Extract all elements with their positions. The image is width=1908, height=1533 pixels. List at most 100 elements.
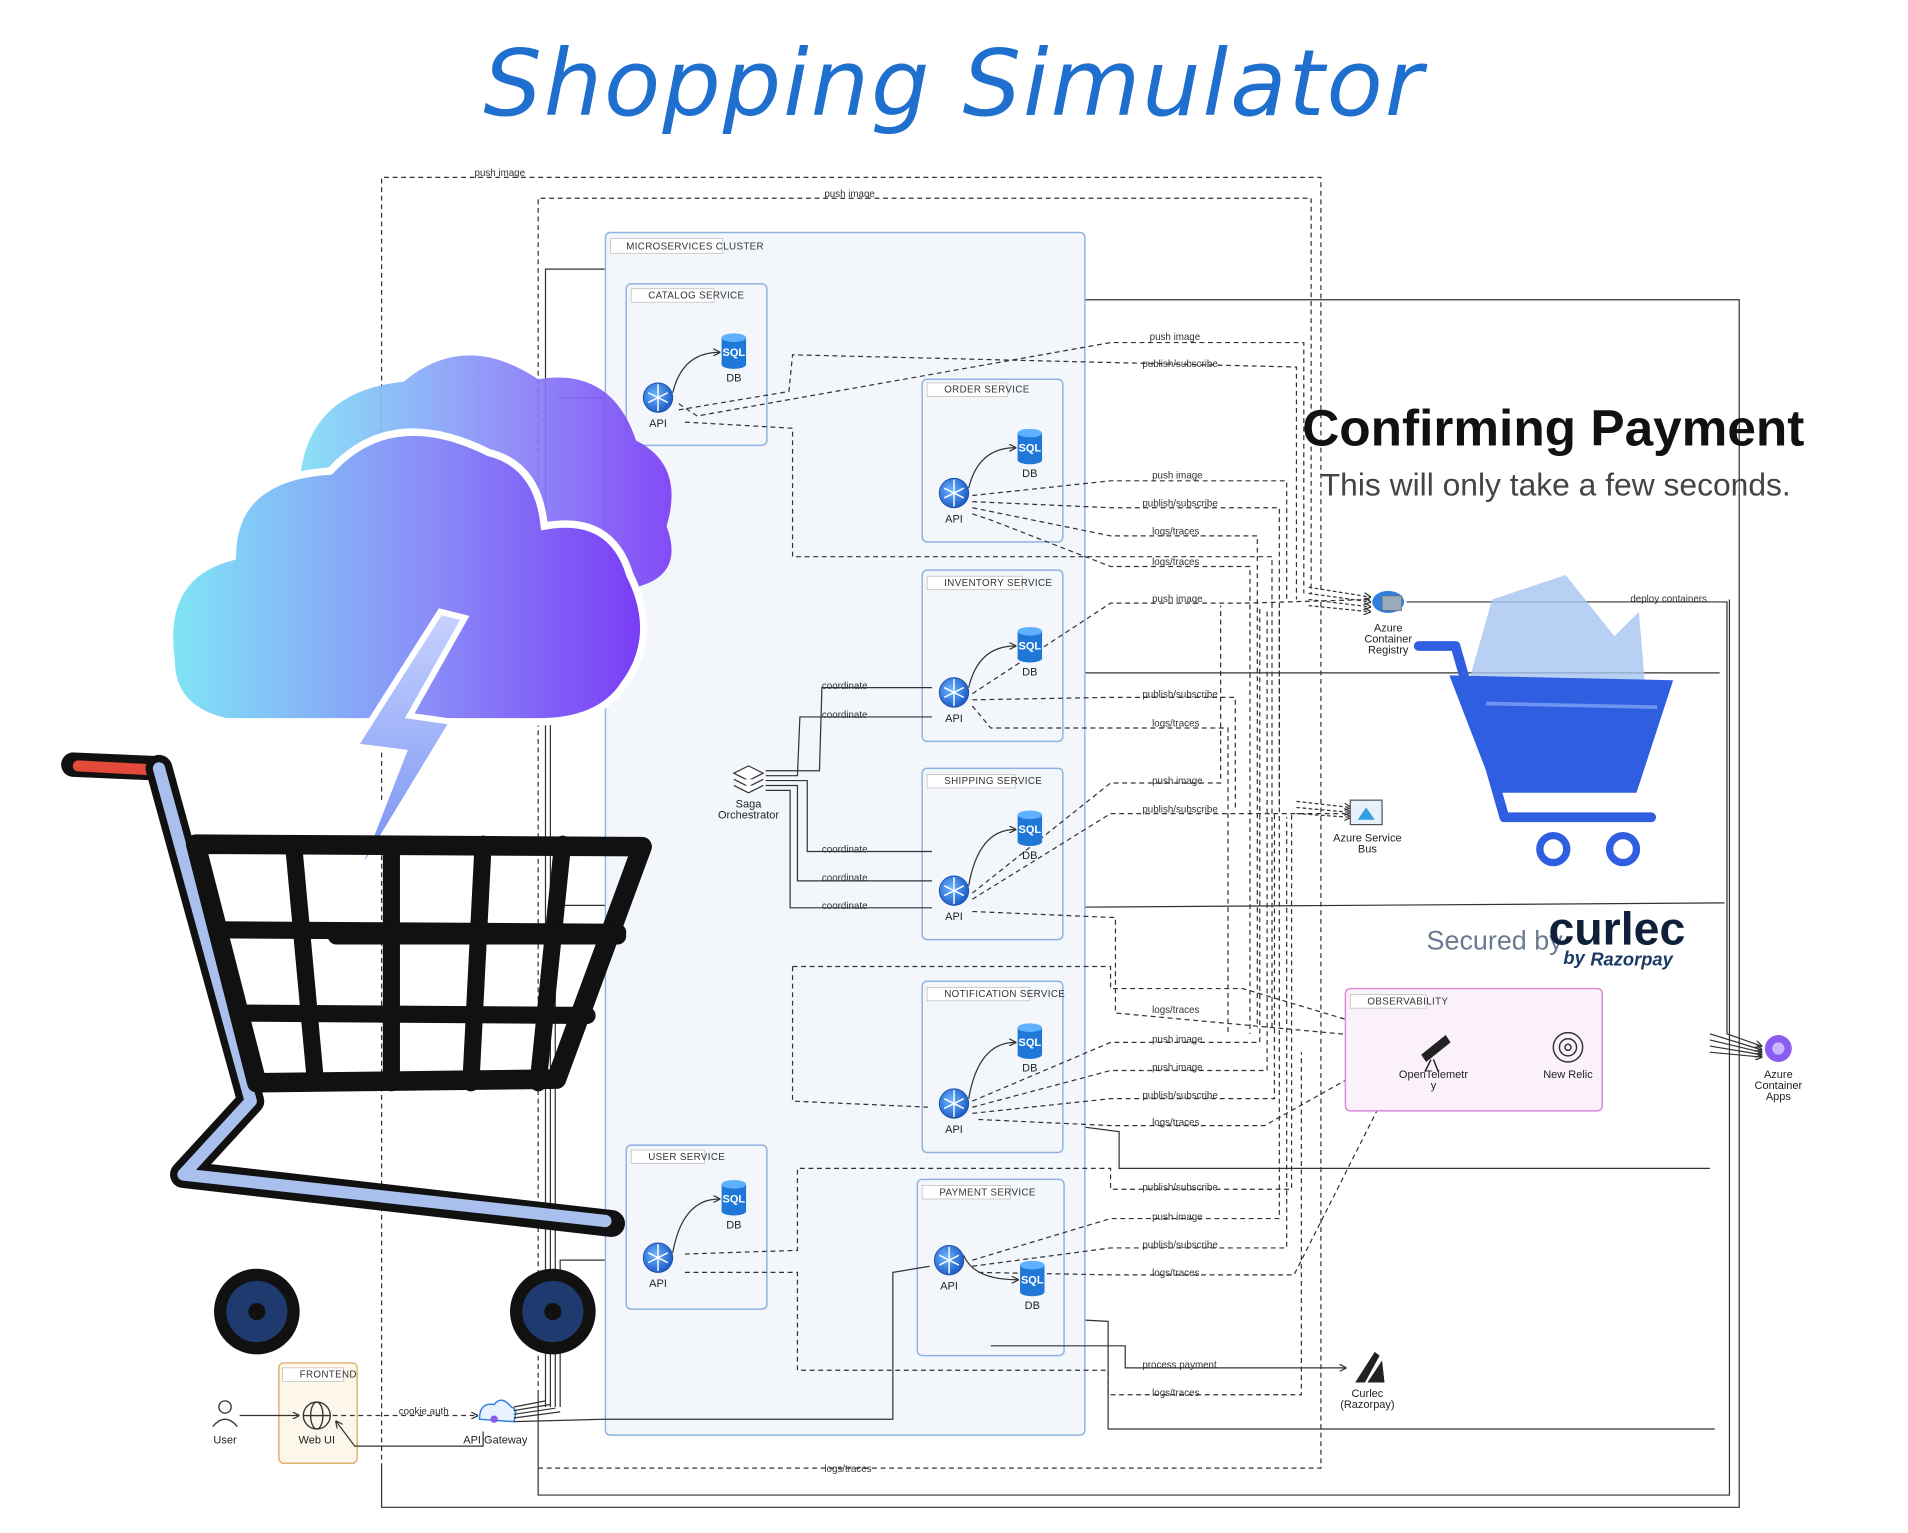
otel-label-1: OpenTelemetr xyxy=(1399,1069,1468,1081)
catalog-db-label: DB xyxy=(726,373,741,385)
bus-label-2: Bus xyxy=(1358,844,1377,856)
aca-label-1: Azure xyxy=(1764,1069,1793,1081)
arrow-bundles xyxy=(1296,586,1416,1054)
edge-label-2: publish/subscribe xyxy=(1142,359,1217,370)
shipping-database-icon[interactable]: SQL xyxy=(1017,810,1043,847)
payment-service-label: PAYMENT SERVICE xyxy=(939,1187,1036,1198)
observability-label: OBSERVABILITY xyxy=(1367,996,1448,1007)
user-api-icon[interactable] xyxy=(642,1242,674,1273)
edge-label-4: publish/subscribe xyxy=(1142,499,1217,510)
saga-label-1: Saga xyxy=(736,798,763,810)
payment-service-box xyxy=(916,1178,1065,1357)
container-apps-icon xyxy=(1764,1035,1792,1062)
edge-label-9: logs/traces xyxy=(1152,719,1199,730)
payment-api-label: API xyxy=(940,1281,958,1293)
catalog-api-db-link xyxy=(672,352,719,393)
edge-label-16: logs/traces xyxy=(1152,1118,1199,1129)
globe-icon[interactable] xyxy=(302,1401,331,1430)
edge-label-coord-2: coordinate xyxy=(822,710,868,721)
shipping-sql-label: SQL xyxy=(1019,824,1042,836)
order-api-icon[interactable] xyxy=(938,477,970,509)
service-dashed-connectors xyxy=(678,341,1408,1396)
edge-label-7: push image xyxy=(1152,594,1202,605)
edge-label-11: publish/subscribe xyxy=(1142,804,1217,815)
user-service-label: USER SERVICE xyxy=(648,1152,725,1163)
catalog-api-icon[interactable] xyxy=(642,382,674,413)
inventory-database-icon[interactable]: SQL xyxy=(1017,627,1043,663)
edge-label-19: publish/subscribe xyxy=(1142,1240,1217,1251)
edge-label-12: logs/traces xyxy=(1152,1005,1199,1016)
saga-connectors xyxy=(765,686,932,909)
edge-label-cookie-auth: cookie auth xyxy=(399,1406,449,1417)
gateway-icon[interactable] xyxy=(478,1399,517,1423)
inventory-api-label: API xyxy=(945,713,963,725)
payment-api-icon[interactable] xyxy=(933,1244,965,1276)
catalog-database-icon[interactable]: SQL xyxy=(721,333,747,369)
edge-label-20: logs/traces xyxy=(1152,1268,1199,1279)
user-icon xyxy=(212,1400,238,1427)
notification-api-label: API xyxy=(945,1124,963,1136)
webui-label: Web UI xyxy=(299,1435,335,1447)
edge-label-18: push image xyxy=(1152,1212,1202,1223)
payment-overlay: Confirming Payment This will only take a… xyxy=(1302,398,1804,969)
observability-group xyxy=(1344,987,1603,1112)
order-service-label: ORDER SERVICE xyxy=(944,385,1030,396)
notification-database-icon[interactable]: SQL xyxy=(1017,1023,1043,1059)
shipping-api-label: API xyxy=(945,911,963,923)
edge-label-coord-1: coordinate xyxy=(822,681,868,692)
edge-label-process-payment: process payment xyxy=(1142,1360,1217,1371)
inventory-service-label: INVENTORY SERVICE xyxy=(944,578,1052,589)
acr-label-3: Registry xyxy=(1368,644,1409,656)
saga-icon xyxy=(732,765,765,794)
telescope-icon xyxy=(1421,1035,1451,1073)
user-label: User xyxy=(213,1435,237,1447)
bus-label-1: Azure Service xyxy=(1333,833,1401,845)
by-text: by xyxy=(1563,947,1585,968)
edge-label-14: push image xyxy=(1152,1063,1202,1074)
user-api-label: API xyxy=(649,1278,667,1290)
order-database-icon[interactable]: SQL xyxy=(1017,428,1043,465)
secured-by-text: Secured by xyxy=(1427,925,1564,955)
curlec-brand: curlec xyxy=(1548,903,1685,955)
payment-subtitle: This will only take a few seconds. xyxy=(1321,466,1791,502)
page-title: Shopping Simulator xyxy=(483,30,1425,137)
inventory-api-icon[interactable] xyxy=(938,677,970,708)
edge-label-deploy: deploy containers xyxy=(1630,594,1707,605)
shipping-service-label: SHIPPING SERVICE xyxy=(944,776,1042,787)
shipping-api-icon[interactable] xyxy=(938,875,970,906)
otel-label-2: y xyxy=(1431,1080,1437,1092)
user-api-db-link xyxy=(672,1199,719,1253)
aca-label-3: Apps xyxy=(1766,1091,1792,1103)
edge-label-5: logs/traces xyxy=(1152,527,1199,538)
catalog-service-label: CATALOG SERVICE xyxy=(648,291,744,302)
order-db-label: DB xyxy=(1022,468,1037,480)
notification-db-label: DB xyxy=(1022,1063,1037,1075)
notification-api-db-link xyxy=(968,1042,1015,1099)
acr-label-1: Azure xyxy=(1374,622,1403,634)
edge-label-coord-3: coordinate xyxy=(822,845,868,856)
user-database-icon[interactable]: SQL xyxy=(721,1180,747,1216)
order-api-db-link xyxy=(968,448,1015,489)
acr-label-2: Container xyxy=(1364,633,1412,645)
payment-sql-label: SQL xyxy=(1021,1274,1044,1286)
service-nodes: API SQL DB API SQL DB API SQL DB API SQL DB API SQL DB… xyxy=(642,333,1045,1312)
notification-service-label: NOTIFICATION SERVICE xyxy=(944,989,1065,1000)
notification-api-icon[interactable] xyxy=(938,1088,970,1119)
edge-label-push-image-top2: push image xyxy=(824,189,874,200)
user-db-label: DB xyxy=(726,1219,741,1231)
inventory-api-db-link xyxy=(968,646,1015,688)
shipping-api-db-link xyxy=(968,830,1015,886)
notification-service-box xyxy=(921,980,1064,1154)
inventory-db-label: DB xyxy=(1022,666,1037,678)
user-service-box xyxy=(625,1144,768,1310)
edge-label-3: push image xyxy=(1152,470,1202,481)
cluster-label: MICROSERVICES CLUSTER xyxy=(626,242,764,253)
edge-label-coord-5: coordinate xyxy=(822,901,868,912)
blue-cart-icon xyxy=(1413,575,1674,867)
edge-label-13: push image xyxy=(1152,1034,1202,1045)
aca-label-2: Container xyxy=(1755,1080,1803,1092)
curlec-icon xyxy=(1355,1351,1385,1383)
payment-database-icon[interactable]: SQL xyxy=(1020,1260,1045,1297)
notification-sql-label: SQL xyxy=(1019,1037,1042,1049)
